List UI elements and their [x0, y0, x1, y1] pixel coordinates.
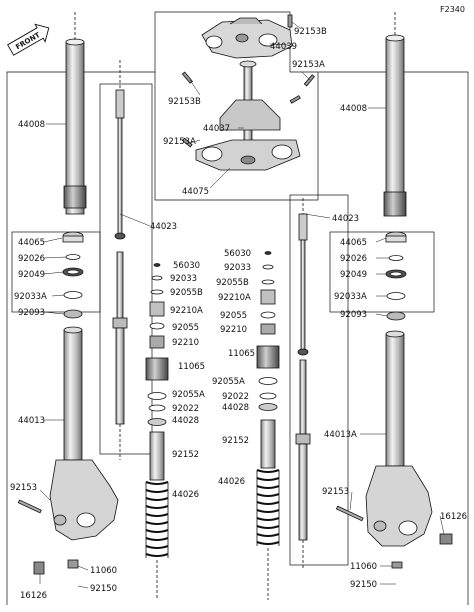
label-r-ring-b: 92033 — [224, 263, 251, 273]
label-c-oring-a: 56030 — [173, 261, 200, 271]
label-left-outer-tube: 44008 — [18, 120, 45, 130]
right-cylinder — [295, 198, 311, 570]
label-left-bushing: 92093 — [18, 308, 45, 318]
label-steering-stem: 44037 — [203, 124, 230, 134]
label-left-axle-bolt: 92153 — [10, 483, 37, 493]
label-stem-assembly: 44075 — [182, 187, 209, 197]
label-r-oring-d: 92055 — [220, 311, 247, 321]
label-top-bolt-a: 92153A — [292, 60, 325, 70]
label-c-collar: 92210A — [170, 306, 203, 316]
part-labels: 92153B 44039 92153A 92153B 44037 92153A … — [10, 27, 467, 601]
label-right-cap-bolt: 16126 — [440, 512, 467, 522]
label-left-cap-bolt: 16126 — [20, 591, 47, 601]
label-c-oring-c: 92055B — [170, 288, 203, 298]
label-r-oring-e: 92055A — [212, 377, 245, 387]
label-left-washer: 92033A — [14, 292, 47, 302]
label-top-clamp-bolt: 92153B — [294, 27, 327, 37]
label-top-bolt-b: 92153B — [168, 97, 201, 107]
left-cylinder — [112, 60, 128, 460]
label-c-nut: 92210 — [172, 338, 199, 348]
label-left-drain-bolt: 92150 — [90, 584, 117, 594]
stem-bolts — [181, 14, 315, 148]
axle-bolts — [17, 499, 364, 522]
label-r-nut: 92210 — [220, 325, 247, 335]
label-right-dust-seal: 44065 — [340, 238, 367, 248]
left-seal-stack — [62, 231, 84, 319]
label-c-spacer: 92152 — [172, 450, 199, 460]
right-inner-tube — [365, 330, 453, 569]
label-c-oring-d: 92055 — [172, 323, 199, 333]
steering-stem — [195, 60, 301, 171]
label-c-spring: 44026 — [172, 490, 199, 500]
label-right-bushing: 92093 — [340, 310, 367, 320]
center-parts — [145, 263, 169, 600]
label-r-plate: 44028 — [222, 403, 249, 413]
label-r-cap: 11065 — [228, 349, 255, 359]
leader-lines — [39, 21, 445, 589]
label-right-outer-tube: 44008 — [340, 104, 367, 114]
label-c-cap: 11065 — [178, 362, 205, 372]
label-right-axle-bolt: 92153 — [322, 487, 349, 497]
group-outlines — [6, 11, 469, 605]
center-spring — [145, 481, 169, 558]
right-seal-stack — [385, 231, 407, 321]
label-left-gasket: 11060 — [90, 566, 117, 576]
label-left-ring: 92026 — [18, 254, 45, 264]
label-r-oring-c: 92055B — [216, 278, 249, 288]
top-bracket — [201, 17, 293, 59]
label-right-washer: 92033A — [334, 292, 367, 302]
label-r-spring: 44026 — [218, 477, 245, 487]
label-right-oil-seal: 92049 — [340, 270, 367, 280]
right-center-spring — [256, 469, 280, 546]
front-arrow: FRONT — [7, 23, 50, 56]
figure-number: F2340 — [440, 5, 465, 14]
label-r-spacer: 92152 — [222, 436, 249, 446]
label-c-oring-e: 92055A — [172, 390, 205, 400]
label-r-collar: 92210A — [218, 293, 251, 303]
right-outer-tube — [383, 12, 407, 217]
label-left-inner-tube: 44013 — [18, 416, 45, 426]
label-c-ring-f: 92022 — [172, 404, 199, 414]
label-right-cylinder: 44023 — [332, 214, 359, 224]
label-r-ring-f: 92022 — [222, 392, 249, 402]
label-r-oring-a: 56030 — [224, 249, 251, 259]
label-stem-bolt: 92153A — [163, 137, 196, 147]
left-inner-tube — [33, 326, 119, 575]
label-right-drain-bolt: 92150 — [350, 580, 377, 590]
right-center-parts — [256, 251, 280, 600]
label-c-plate: 44028 — [172, 416, 199, 426]
label-c-ring-b: 92033 — [170, 274, 197, 284]
label-left-oil-seal: 92049 — [18, 270, 45, 280]
label-left-dust-seal: 44065 — [18, 238, 45, 248]
label-right-ring: 92026 — [340, 254, 367, 264]
label-right-inner-tube: 44013A — [324, 430, 357, 440]
label-left-cylinder: 44023 — [150, 222, 177, 232]
label-top-bracket: 44039 — [270, 42, 297, 52]
left-outer-tube — [63, 12, 87, 215]
label-right-gasket: 11060 — [350, 562, 377, 572]
